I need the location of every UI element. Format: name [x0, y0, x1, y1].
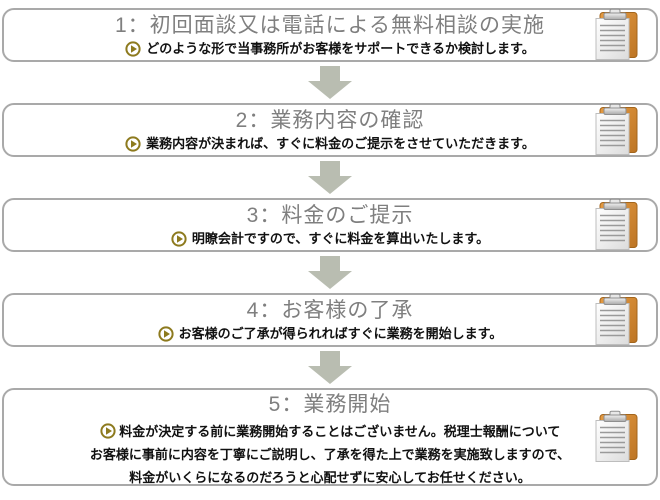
- clipboard-icon: [592, 293, 640, 347]
- play-bullet-icon: [171, 230, 187, 247]
- down-arrow-icon: [2, 62, 658, 103]
- step-2: 2：業務内容の確認 業務内容が決まれば、すぐに料金のご提示をさせていただきます。: [2, 103, 658, 157]
- step-5-description-line-1: 料金が決定する前に業務開始することはございません。税理士報酬について: [119, 424, 561, 439]
- step-5-title: 5：業務開始: [268, 393, 392, 416]
- down-arrow-icon: [2, 157, 658, 198]
- step-1-title: 1：初回面談又は電話による無料相談の実施: [114, 14, 546, 37]
- play-bullet-icon: [125, 40, 141, 57]
- step-3-description: 明瞭会計ですので、すぐに料金を算出いたします。: [191, 231, 490, 246]
- step-5-description-line-3: 料金がいくらになるのだろうと心配せずに安心してお任せください。: [129, 470, 531, 485]
- play-bullet-icon: [99, 423, 116, 439]
- step-4-title: 4：お客様の了承: [246, 299, 414, 322]
- clipboard-icon: [592, 103, 640, 157]
- play-bullet-icon: [125, 135, 141, 152]
- clipboard-icon: [592, 8, 640, 62]
- down-arrow-icon: [2, 347, 658, 388]
- step-4-description: お客様のご了承が得られればすぐに業務を開始します。: [178, 326, 503, 341]
- step-1-description: どのような形で当事務所がお客様をサポートできるか検討します。: [146, 41, 535, 56]
- service-flow: 1：初回面談又は電話による無料相談の実施 どのような形で当事務所がお客様をサポー…: [2, 0, 658, 486]
- play-bullet-icon: [158, 325, 174, 342]
- clipboard-icon: [592, 410, 640, 464]
- clipboard-icon: [592, 198, 640, 252]
- step-1: 1：初回面談又は電話による無料相談の実施 どのような形で当事務所がお客様をサポー…: [2, 8, 658, 62]
- step-5-description-line-2: お客様に事前に内容を丁寧にご説明し、了承を得た上で業務を実施致しますので、: [89, 447, 571, 462]
- step-2-description: 業務内容が決まれば、すぐに料金のご提示をさせていただきます。: [146, 136, 535, 151]
- step-5: 5：業務開始 料金が決定する前に業務開始することはございません。税理士報酬につい…: [2, 388, 658, 486]
- step-4: 4：お客様の了承 お客様のご了承が得られればすぐに業務を開始します。: [2, 293, 658, 347]
- down-arrow-icon: [2, 252, 658, 293]
- step-2-title: 2：業務内容の確認: [235, 109, 425, 132]
- step-3-title: 3：料金のご提示: [246, 204, 414, 227]
- step-3: 3：料金のご提示 明瞭会計ですので、すぐに料金を算出いたします。: [2, 198, 658, 252]
